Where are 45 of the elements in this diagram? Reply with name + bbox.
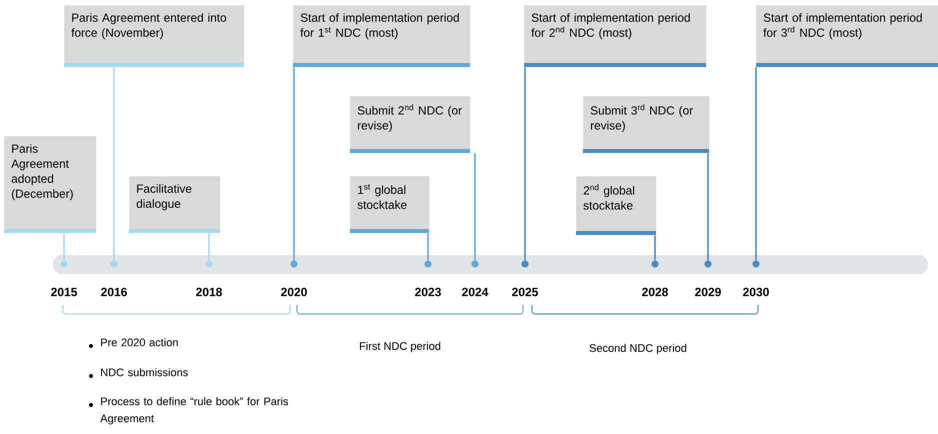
- year-label: 2030: [743, 288, 769, 296]
- connector-line: [654, 235, 656, 260]
- event-box: Paris Agreement adopted (December): [4, 136, 96, 233]
- year-label: 2015: [51, 288, 78, 296]
- connector-line: [707, 153, 709, 260]
- timeline-dot: [472, 260, 478, 268]
- connector-line: [113, 67, 115, 260]
- bullet-item: Process to define “rule book” for Paris Agreement: [100, 397, 288, 424]
- timeline-dot: [110, 260, 118, 268]
- year-label: 2018: [196, 288, 222, 296]
- period-label: First NDC period: [360, 342, 440, 352]
- connector-line: [427, 233, 429, 260]
- year-label: 2025: [512, 288, 538, 296]
- event-box: 1$^{st}$ global stocktake: [350, 176, 430, 233]
- period-label: Second NDC period: [590, 344, 686, 354]
- event-box: Start of implementation period for 2$^{nd}$ NDC (most): [524, 5, 706, 67]
- year-label: 2029: [695, 288, 721, 296]
- timeline-dot: [290, 260, 298, 268]
- event-box: Start of implementation period for 1$^{st}$ NDC (most): [293, 5, 470, 67]
- event-box: Submit 3$^{rd}$ NDC (or revise): [583, 96, 710, 153]
- timeline-dot: [522, 260, 528, 268]
- connector-line: [63, 233, 65, 260]
- connector-line: [208, 233, 210, 260]
- year-label: 2024: [462, 288, 488, 296]
- event-box: Paris Agreement entered into force (November): [64, 5, 244, 67]
- year-label: 2028: [642, 288, 668, 296]
- event-box: Facilitative dialogue: [129, 176, 220, 233]
- bullet-item: NDC submissions: [101, 368, 188, 376]
- timeline-dot: [206, 260, 212, 268]
- connector-line: [524, 67, 526, 260]
- event-box: Submit 2$^{nd}$ NDC (or revise): [350, 96, 470, 153]
- connector-line: [293, 67, 295, 260]
- year-label: 2020: [281, 288, 307, 296]
- event-box: 2$^{nd}$ global stocktake: [576, 176, 656, 235]
- timeline-dot: [752, 260, 760, 268]
- bullet-item: Pre 2020 action: [101, 338, 178, 346]
- timeline-dot: [652, 260, 658, 268]
- year-label: 2023: [415, 288, 441, 296]
- year-label: 2016: [101, 288, 127, 296]
- timeline-dot: [424, 260, 432, 268]
- timeline-dot: [60, 260, 68, 268]
- event-box: Start of implementation period for 3$^{rd}$ NDC (most): [756, 5, 938, 67]
- timeline-dot: [704, 260, 712, 268]
- connector-line: [474, 153, 476, 260]
- connector-line: [755, 67, 757, 260]
